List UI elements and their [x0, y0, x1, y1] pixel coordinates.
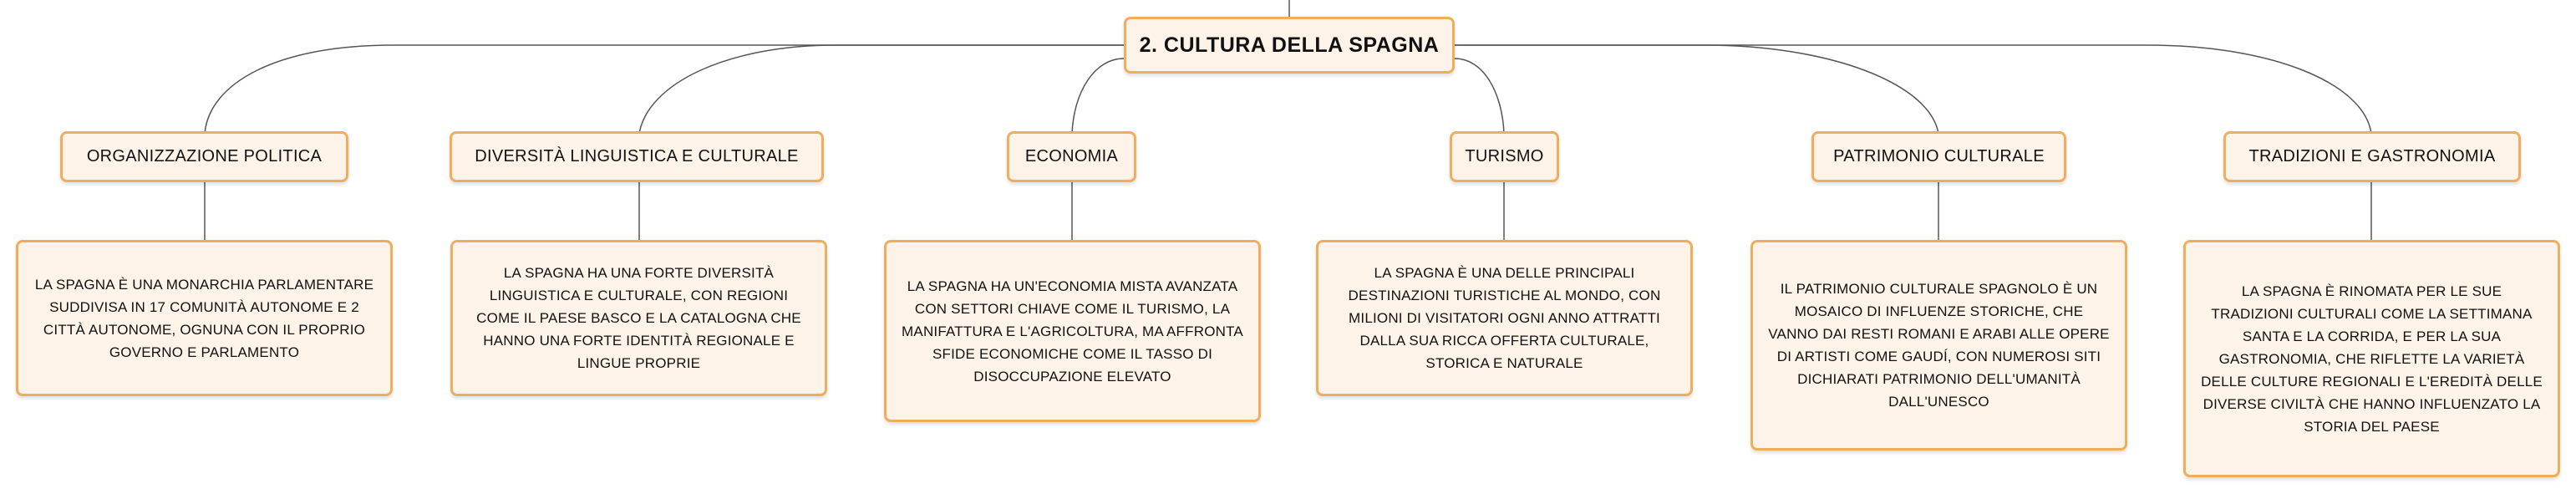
topic-economia[interactable]: ECONOMIA: [1007, 131, 1136, 182]
topic-organizzazione-politica[interactable]: ORGANIZZAZIONE POLITICA: [60, 131, 348, 182]
desc-economia: LA SPAGNA HA UN'ECONOMIA MISTA AVANZATA …: [884, 240, 1261, 422]
root-node[interactable]: 2. CULTURA DELLA SPAGNA: [1124, 17, 1455, 74]
connector-root-topic-4: [1454, 58, 1505, 135]
desc-turismo: LA SPAGNA È UNA DELLE PRINCIPALI DESTINA…: [1316, 240, 1693, 396]
topic-turismo[interactable]: TURISMO: [1450, 131, 1559, 182]
connector-root-topic-2: [638, 44, 1124, 135]
connector-root-topic-1: [204, 44, 1124, 135]
connector-root-topic-5: [1455, 44, 1939, 135]
desc-tradizioni-gastronomia: LA SPAGNA È RINOMATA PER LE SUE TRADIZIO…: [2183, 240, 2560, 477]
connector-root-topic-6: [1455, 44, 2372, 135]
topic-diversita-linguistica[interactable]: DIVERSITÀ LINGUISTICA E CULTURALE: [450, 131, 824, 182]
desc-patrimonio-culturale: IL PATRIMONIO CULTURALE SPAGNOLO È UN MO…: [1750, 240, 2127, 451]
topic-patrimonio-culturale[interactable]: PATRIMONIO CULTURALE: [1811, 131, 2066, 182]
topic-tradizioni-gastronomia[interactable]: TRADIZIONI E GASTRONOMIA: [2223, 131, 2521, 182]
connector-root-topic-3: [1071, 58, 1125, 135]
desc-organizzazione-politica: LA SPAGNA È UNA MONARCHIA PARLAMENTARE S…: [16, 240, 393, 396]
desc-diversita-linguistica: LA SPAGNA HA UNA FORTE DIVERSITÀ LINGUIS…: [450, 240, 827, 396]
